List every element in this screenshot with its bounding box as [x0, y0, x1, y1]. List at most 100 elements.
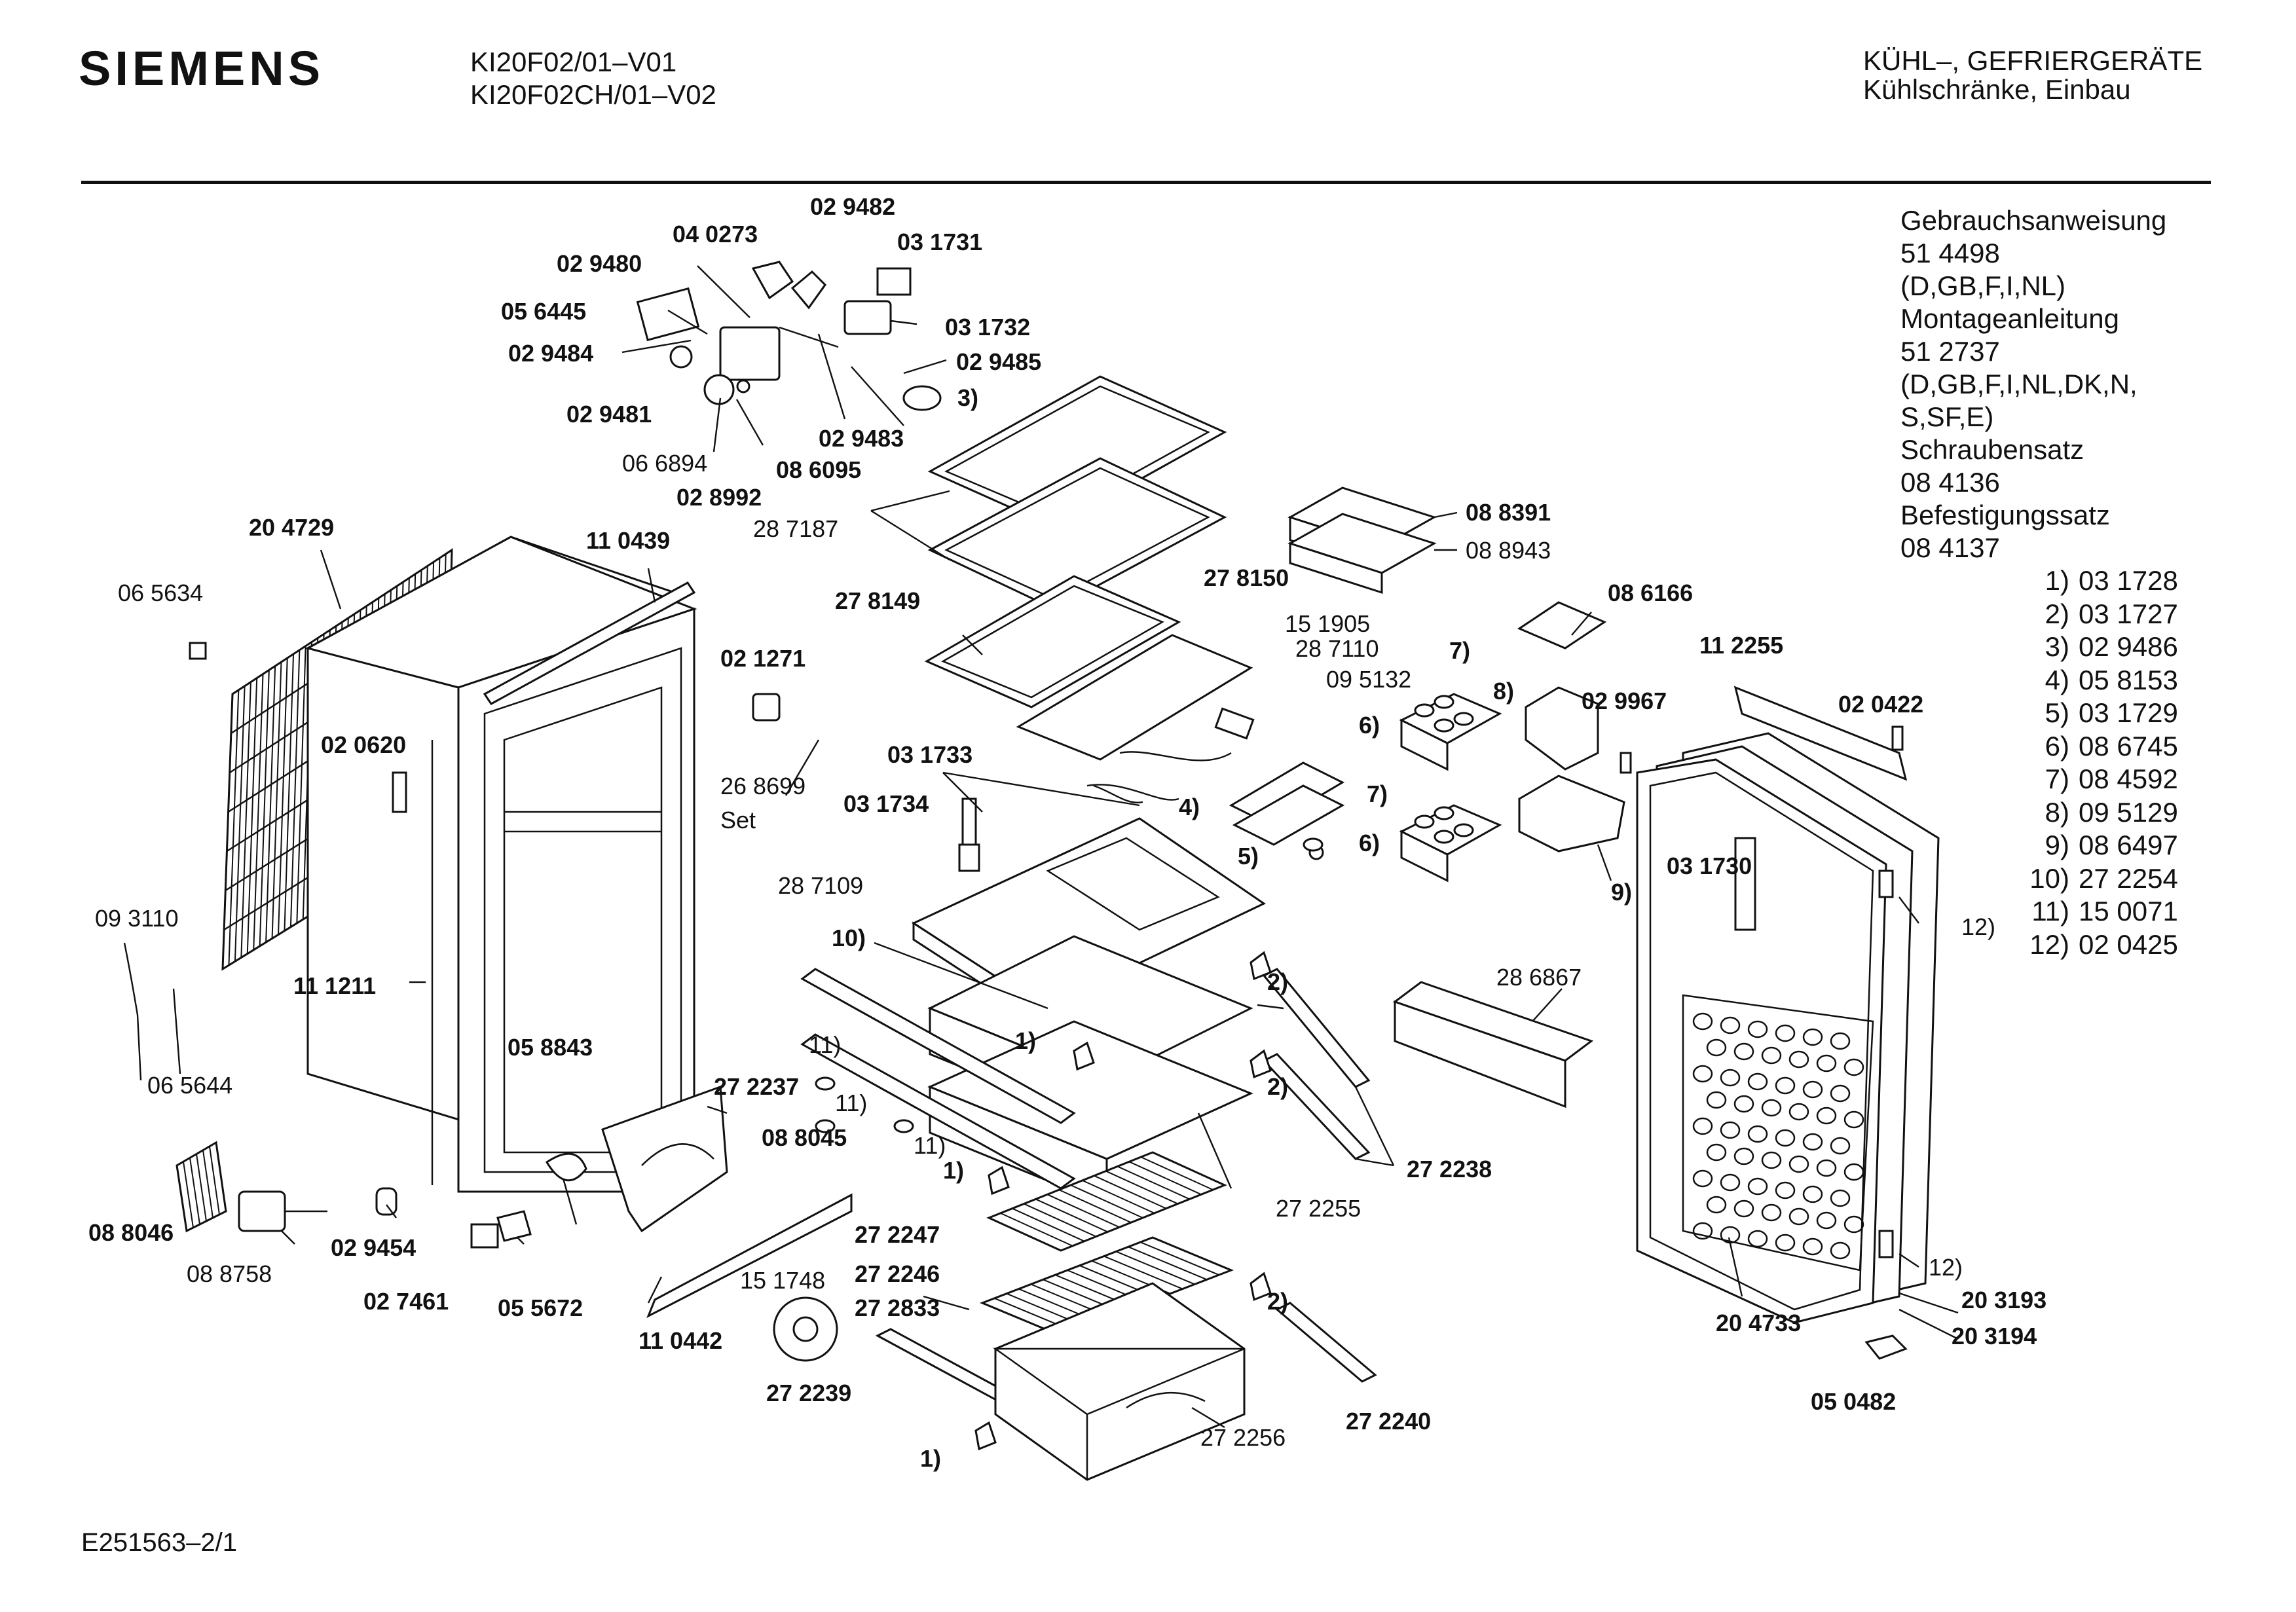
legend-row: 3) 02 9486	[2012, 631, 2178, 664]
reference-legend: 1)03 1728 2)03 1727 3)02 9486 4)05 8153 …	[2012, 564, 2178, 961]
legend-key: 2)	[2045, 598, 2069, 629]
legend-part: 03 1728	[2079, 565, 2178, 596]
part-label: 27 2833	[855, 1294, 940, 1321]
part-label: 02 0620	[321, 731, 406, 758]
part-label: 28 6867	[1496, 964, 1582, 991]
part-label: 27 2255	[1276, 1195, 1361, 1222]
part-label: 15 1905	[1285, 610, 1370, 637]
part-label: 08 8046	[88, 1219, 174, 1246]
cabinet-top-rail	[483, 581, 696, 705]
part-label: 09 3110	[95, 905, 178, 932]
crisper-assembly	[911, 817, 1266, 1207]
freezer-grilles	[979, 1151, 1234, 1337]
part-label: 09 5132	[1326, 666, 1411, 693]
part-label: 27 2240	[1346, 1408, 1431, 1435]
ref-label: 12)	[1929, 1254, 1963, 1281]
ref-label: 4)	[1179, 794, 1200, 820]
part-label: 27 2237	[714, 1073, 799, 1100]
legend-part: 02 9486	[2079, 631, 2178, 662]
part-label: 28 7110	[1295, 635, 1379, 662]
legend-part: 03 1729	[2079, 697, 2178, 728]
header-divider	[81, 181, 2211, 184]
document-list: Gebrauchsanweisung 51 4498 (D,GB,F,I,NL)…	[1900, 204, 2166, 564]
ref-label: 11)	[914, 1132, 946, 1159]
legend-key: 3)	[2045, 631, 2069, 662]
part-label: 27 2246	[855, 1260, 940, 1287]
legend-row: 8)09 5129	[2012, 796, 2178, 830]
part-label: 27 2238	[1407, 1156, 1492, 1182]
part-label: 05 6445	[501, 298, 586, 325]
document-item: Gebrauchsanweisung	[1900, 205, 2167, 236]
legend-row: 6)08 6745	[2012, 730, 2178, 763]
ref-label: 1)	[943, 1157, 964, 1184]
part-label: 06 5644	[147, 1072, 232, 1099]
ref-label: 6)	[1359, 830, 1380, 856]
part-label: 28 7109	[778, 872, 863, 899]
part-label: 20 4729	[249, 514, 334, 541]
model-number-1: KI20F02/01–V01	[470, 46, 677, 77]
part-label: 11 2255	[1699, 632, 1783, 659]
cabinet-body	[305, 536, 697, 1193]
legend-row: 7)08 4592	[2012, 763, 2178, 796]
document-item: 08 4136	[1900, 467, 2000, 498]
ref-label: 3)	[957, 384, 978, 411]
glass-shelves	[924, 375, 1253, 761]
part-label: 08 8943	[1466, 537, 1551, 564]
document-item: 51 4498	[1900, 238, 2000, 268]
part-label: 26 8699	[720, 773, 805, 799]
legend-part: 15 0071	[2079, 896, 2178, 926]
document-item: 08 4137	[1900, 532, 2000, 563]
ref-label: 2)	[1267, 1288, 1288, 1315]
ref-label: 11)	[835, 1090, 867, 1116]
lower-left-parts	[176, 1085, 853, 1362]
thermostat-cluster	[636, 261, 942, 426]
legend-row: 10)27 2254	[2012, 862, 2178, 896]
legend-row: 12)02 0425	[2012, 928, 2178, 962]
part-label: 08 8045	[762, 1124, 847, 1151]
ref-label: 9)	[1611, 879, 1632, 906]
document-item: Befestigungssatz	[1900, 500, 2110, 530]
door-panel	[1636, 686, 1940, 1324]
part-labels: 02 9482 04 0273 03 1731 02 9480 05 6445 …	[88, 193, 2046, 1472]
category-subtitle: Kühlschränke, Einbau	[1863, 74, 2131, 105]
ref-label: 6)	[1359, 712, 1380, 739]
legend-part: 08 6745	[2079, 730, 2178, 761]
part-label: 03 1733	[887, 741, 972, 768]
model-number-2: KI20F02CH/01–V02	[470, 79, 716, 110]
part-label: 05 5672	[498, 1294, 583, 1321]
ref-label: 11)	[809, 1031, 841, 1058]
door-shelf	[1392, 981, 1594, 1108]
document-item: 51 2737	[1900, 336, 2000, 367]
legend-key: 1)	[2045, 565, 2069, 596]
legend-key: 4)	[2045, 664, 2069, 695]
part-label: 20 4733	[1716, 1310, 1801, 1336]
egg-trays	[1399, 693, 1502, 883]
category-title: KÜHL–, GEFRIERGERÄTE	[1863, 45, 2203, 76]
part-label: 27 2247	[855, 1221, 940, 1248]
legend-part: 27 2254	[2079, 862, 2178, 894]
part-label: 27 8150	[1204, 564, 1289, 591]
part-label: 27 8149	[835, 587, 920, 614]
part-label: 05 0482	[1811, 1388, 1896, 1415]
part-label: 06 5634	[118, 579, 203, 606]
part-label: 02 9484	[508, 340, 593, 367]
ref-label: 8)	[1493, 678, 1514, 705]
drawer-rails	[800, 968, 1377, 1422]
part-label: 02 8992	[676, 484, 762, 511]
legend-part: 02 0425	[2079, 928, 2178, 960]
legend-row: 1) 03 1728	[2012, 564, 2178, 598]
legend-row: 9)08 6497	[2012, 829, 2178, 862]
ref-label: 1)	[1015, 1027, 1036, 1054]
dairy-boxes	[1287, 486, 1437, 595]
document-item: Schraubensatz	[1900, 434, 2084, 465]
ref-label: 7)	[1367, 780, 1388, 807]
part-label: 02 7461	[363, 1288, 449, 1315]
part-label: 08 8758	[187, 1260, 272, 1287]
part-label: 08 8391	[1466, 499, 1551, 526]
part-label: 20 3193	[1961, 1287, 2046, 1313]
light-assembly	[1086, 707, 1345, 860]
ref-label: 7)	[1449, 637, 1470, 664]
part-label: 11 0439	[586, 527, 670, 554]
part-label: 02 9454	[331, 1234, 416, 1261]
